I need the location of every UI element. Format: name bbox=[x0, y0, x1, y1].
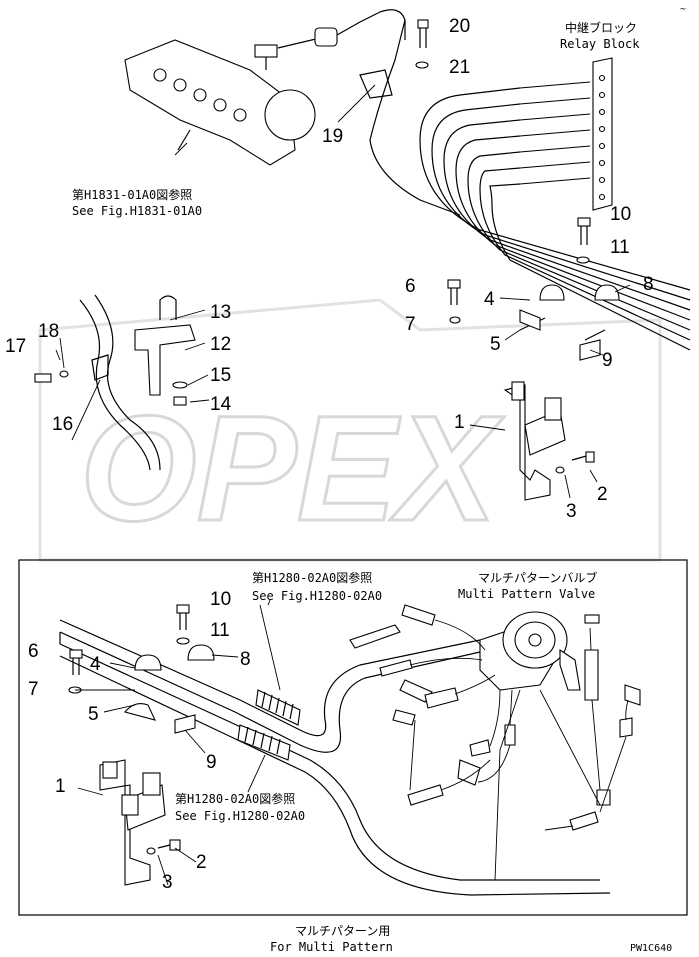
upper-assembly bbox=[34, 9, 691, 501]
callout-10: 10 bbox=[610, 204, 631, 225]
callout-15: 15 bbox=[210, 365, 231, 386]
callout-3: 3 bbox=[566, 501, 577, 522]
callout-8: 8 bbox=[643, 274, 654, 295]
lower-callout-6: 6 bbox=[28, 641, 39, 662]
watermark-text: OPEX bbox=[80, 384, 505, 552]
callout-11: 11 bbox=[610, 237, 630, 258]
lower-callout-10: 10 bbox=[210, 589, 231, 610]
callout-19: 19 bbox=[322, 126, 343, 147]
callout-1: 1 bbox=[454, 412, 465, 433]
lower-callout-3: 3 bbox=[162, 872, 173, 893]
callout-13: 13 bbox=[210, 302, 231, 323]
callout-4: 4 bbox=[484, 289, 495, 310]
lower-callout-9: 9 bbox=[206, 752, 217, 773]
lower-callout-4: 4 bbox=[90, 654, 101, 675]
solenoid-valve-block bbox=[124, 9, 406, 166]
multi-valve-label-en: Multi Pattern Valve bbox=[458, 587, 595, 601]
caption-jp: マルチパターン用 bbox=[295, 924, 390, 938]
lower-assembly bbox=[59, 604, 641, 896]
lower-callout-11: 11 bbox=[210, 620, 230, 641]
callout-12: 12 bbox=[210, 334, 231, 355]
see-fig-top-en: See Fig.H1831-01A0 bbox=[72, 204, 202, 218]
relay-block-label-jp: 中継ブロック bbox=[565, 20, 637, 35]
upper-labels: 中継ブロック Relay Block 第H1831-01A0図参照 See Fi… bbox=[72, 20, 640, 218]
see-fig-b-en: See Fig.H1280-02A0 bbox=[175, 809, 305, 823]
callout-17: 17 bbox=[5, 336, 26, 357]
callout-7: 7 bbox=[405, 314, 416, 335]
relay-block-label-en: Relay Block bbox=[560, 37, 640, 51]
see-fig-top-jp: 第H1831-01A0図参照 bbox=[72, 187, 192, 202]
lower-leaders bbox=[75, 599, 281, 886]
callout-18: 18 bbox=[38, 321, 59, 342]
callout-2: 2 bbox=[597, 484, 608, 505]
upper-leaders bbox=[55, 84, 631, 499]
drawing-code: PW1C640 bbox=[630, 943, 672, 954]
spiral-protectors bbox=[237, 689, 301, 761]
lower-labels: 第H1280-02A0図参照 See Fig.H1280-02A0 マルチパター… bbox=[175, 570, 597, 954]
lower-callout-1: 1 bbox=[55, 776, 66, 797]
lower-callout-8: 8 bbox=[240, 649, 251, 670]
callout-9: 9 bbox=[602, 350, 613, 371]
see-fig-a-en: See Fig.H1280-02A0 bbox=[252, 589, 382, 603]
see-fig-b-jp: 第H1280-02A0図参照 bbox=[175, 791, 295, 806]
caption-en: For Multi Pattern bbox=[270, 940, 393, 954]
multi-pattern-valve bbox=[479, 611, 600, 691]
multi-valve-label-jp: マルチパターンバルブ bbox=[478, 570, 597, 585]
lower-callout-2: 2 bbox=[196, 852, 207, 873]
see-fig-a-jp: 第H1280-02A0図参照 bbox=[252, 570, 372, 585]
multi-pattern-frame bbox=[18, 559, 688, 916]
callout-21: 21 bbox=[449, 57, 470, 78]
lower-callouts: 10 11 6 4 8 7 5 9 1 2 3 bbox=[28, 589, 251, 893]
lower-callout-5: 5 bbox=[88, 704, 99, 725]
corner-mark: ~ bbox=[680, 4, 686, 15]
callout-16: 16 bbox=[52, 414, 73, 435]
upper-callouts: 20 21 19 10 11 6 4 8 7 5 9 1 2 3 13 12 1… bbox=[5, 16, 654, 522]
callout-20: 20 bbox=[449, 16, 470, 37]
callout-14: 14 bbox=[210, 394, 232, 415]
lower-callout-7: 7 bbox=[28, 679, 39, 700]
callout-6: 6 bbox=[405, 276, 416, 297]
callout-5: 5 bbox=[490, 334, 501, 355]
relay-block bbox=[419, 57, 691, 351]
